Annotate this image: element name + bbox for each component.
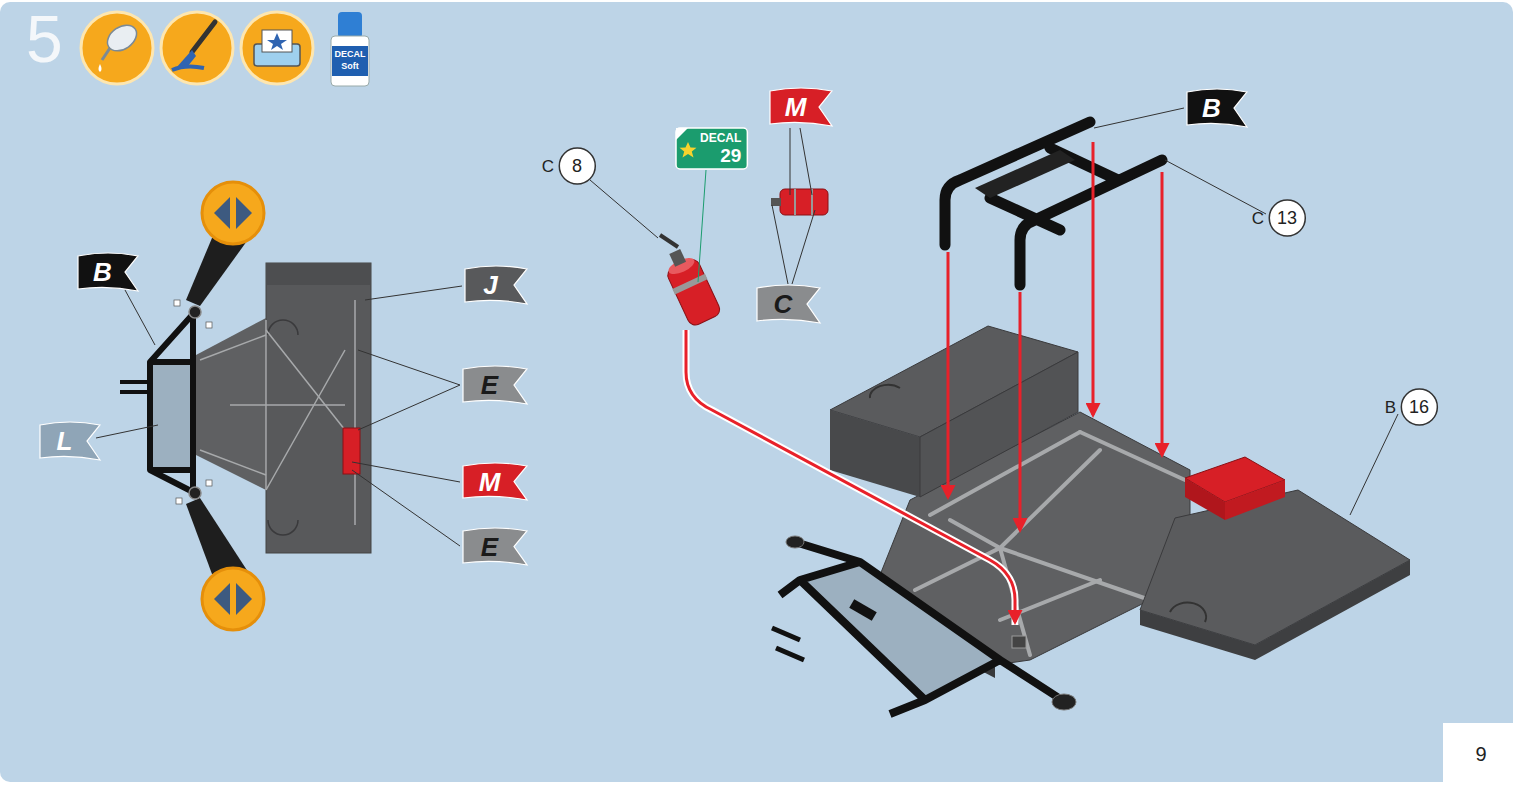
part-flag: E [463, 366, 527, 404]
part-letter: M [785, 94, 807, 120]
callout-number: C 13 [1252, 199, 1307, 237]
callout-number: C8 [542, 147, 597, 185]
part-flag: B [78, 253, 138, 291]
decal-number: 29 [720, 146, 741, 165]
part-letter: B [1202, 95, 1221, 121]
product-label: Soft [341, 62, 359, 71]
part-letter: J [483, 272, 497, 298]
part-flag: L [40, 422, 100, 460]
part-flag: M [770, 88, 832, 126]
page-tab [1443, 723, 1519, 787]
part-number: 16 [1409, 398, 1429, 416]
decal-tag: DECAL 29 [676, 128, 747, 169]
step-icons [81, 12, 369, 86]
part-flag: C [757, 285, 820, 323]
part-letter: B [93, 259, 112, 285]
step-number: 5 [26, 6, 63, 72]
part-flag: B [1187, 89, 1247, 127]
page-number: 9 [1475, 744, 1486, 764]
leader-lines [96, 286, 462, 546]
chassis-iso-view [658, 122, 1410, 714]
sprue-letter: B [1385, 399, 1396, 416]
sprue-letter: C [542, 158, 554, 175]
product-label: DECAL [335, 50, 366, 59]
part-letter: E [481, 534, 498, 560]
part-flag: M [463, 463, 527, 500]
part-number: 13 [1277, 209, 1297, 227]
part-letter: M [479, 469, 501, 495]
part-letter: L [57, 428, 73, 454]
chassis-top-view [120, 182, 371, 630]
decal-word: DECAL [700, 132, 741, 144]
part-flag: E [463, 528, 527, 565]
part-number: 8 [572, 157, 582, 175]
sprue-letter: C [1252, 210, 1264, 227]
part-letter: E [481, 372, 498, 398]
part-flag: J [465, 266, 527, 304]
leader-lines [590, 108, 1398, 515]
part-letter: C [774, 291, 793, 317]
callout-number: B 16 [1385, 388, 1439, 426]
